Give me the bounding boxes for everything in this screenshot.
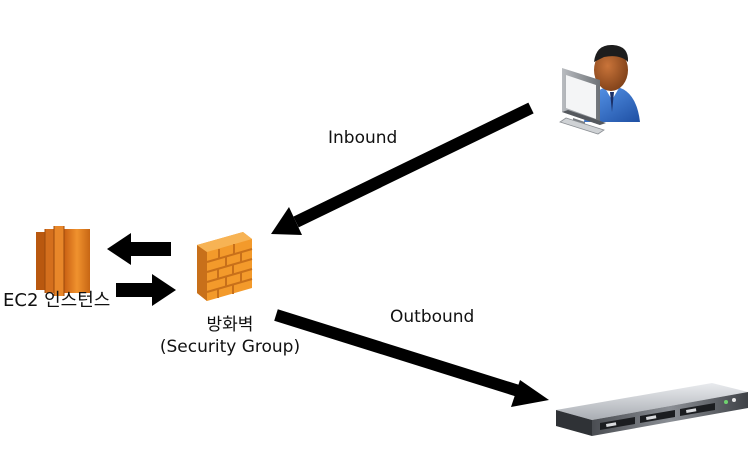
ec2-instance-label: EC2 인스턴스 bbox=[3, 290, 111, 311]
security-group-label: (Security Group) bbox=[159, 337, 301, 357]
to-firewall-arrow bbox=[116, 274, 176, 306]
outbound-arrow bbox=[274, 309, 549, 407]
firewall-label: 방화벽 bbox=[206, 315, 254, 335]
firewall-label-block: 방화벽 (Security Group) bbox=[135, 314, 325, 358]
ec2-instance-icon bbox=[36, 226, 90, 296]
inbound-arrow bbox=[271, 102, 534, 235]
rack-server-icon bbox=[556, 383, 748, 436]
inbound-label: Inbound bbox=[328, 128, 398, 148]
to-ec2-arrow bbox=[107, 233, 171, 265]
outbound-label: Outbound bbox=[390, 307, 475, 327]
brick-firewall-icon bbox=[197, 232, 253, 301]
user-at-computer-icon bbox=[559, 44, 640, 135]
